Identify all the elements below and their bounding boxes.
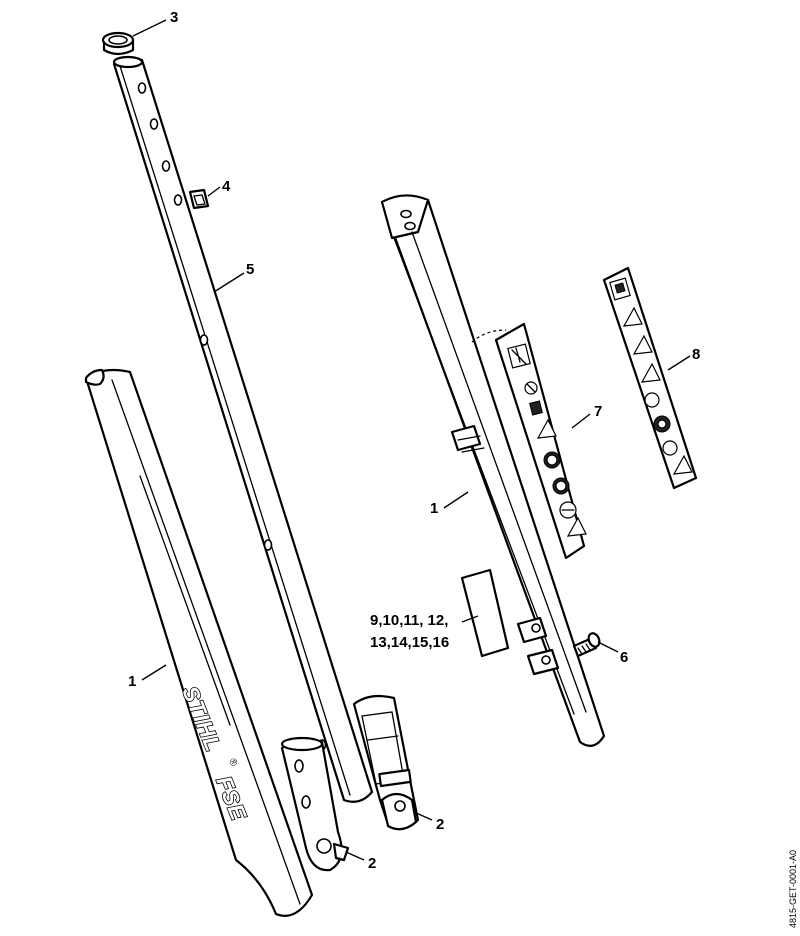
callout-4: 4 [222,178,231,195]
label-set-9-16 [460,568,510,658]
part-2-clip-right [352,694,420,831]
callout-5: 5 [246,261,254,278]
part-6-screw [572,632,601,658]
part-2-clamp-left [280,736,350,872]
callout-6: 6 [620,649,628,666]
part-5-shaft-tube [112,55,374,803]
callout-1-right: 1 [430,500,438,517]
callout-1-left: 1 [128,673,136,690]
part-1-shroud-left: STIHL ® FSE [84,368,314,917]
callout-8: 8 [692,346,700,363]
drawing-reference: 4815-GET-0001-A0 [788,850,798,928]
callout-2-left: 2 [368,855,376,872]
shroud-registered-mark: ® [226,757,239,769]
part-4-square-nut [188,188,210,210]
callout-7: 7 [594,403,602,420]
part-3-end-cap [101,31,135,56]
callout-3: 3 [170,9,178,26]
part-8-warning-label [602,266,698,490]
callout-group-line2: 13,14,15,16 [370,634,449,651]
callout-group-line1: 9,10,11, 12, [370,612,448,629]
part-1-shroud-right [380,194,606,747]
callout-2-right: 2 [436,816,444,833]
part-7-warning-label [471,322,587,560]
